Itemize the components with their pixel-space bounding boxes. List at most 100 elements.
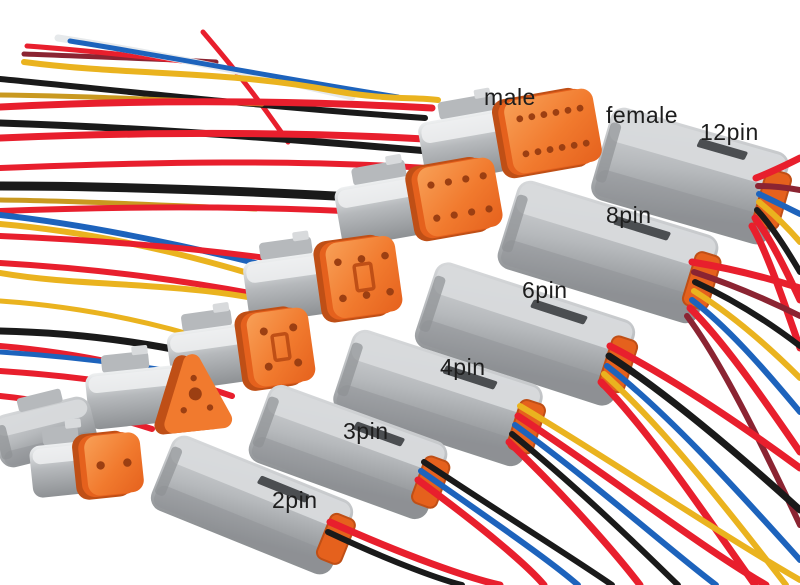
pin-hole (450, 211, 458, 219)
wire-black (421, 459, 615, 585)
wire-blue (689, 297, 800, 415)
pin-hole (206, 404, 214, 411)
label-3pin: 3pin (343, 418, 389, 444)
harness-exit-wires (325, 154, 800, 585)
latch (181, 308, 233, 332)
wire-black (692, 279, 800, 349)
wire-red (326, 518, 504, 585)
wire-black (509, 431, 681, 585)
housing-top-face (609, 110, 787, 187)
pin-hole (334, 258, 342, 267)
plug-body-sheen (88, 368, 178, 394)
seal-face (417, 157, 503, 237)
pin-hole (546, 146, 554, 153)
pin-hole (294, 358, 303, 367)
pin-hole (427, 181, 435, 189)
wire-red (0, 98, 436, 112)
pin-hole (362, 291, 371, 299)
wire-red (748, 222, 800, 352)
label-12pin: 12pin (700, 119, 759, 145)
housing-shadow (153, 485, 331, 572)
wire-blue (67, 38, 401, 100)
label-6pin: 6pin (522, 277, 568, 303)
pin-hole (339, 294, 347, 303)
mating-edge (419, 275, 446, 332)
connector-6pin-male (243, 230, 403, 323)
center-key-slot (352, 261, 376, 293)
pin-hole (485, 205, 493, 213)
wire-black (754, 207, 800, 275)
latch-tab (473, 87, 491, 99)
wire-black (325, 529, 465, 585)
center-key-slot (270, 332, 292, 362)
wire-red (606, 342, 800, 472)
wire-red (514, 412, 770, 585)
latch-tab (131, 344, 148, 356)
pin-hole (479, 172, 487, 180)
pair-8pin (334, 153, 722, 324)
mating-edge (155, 446, 183, 496)
wire-dark_red (691, 269, 800, 319)
wire-red (597, 378, 759, 585)
wire-blue (604, 363, 800, 563)
mating-edge (252, 396, 279, 448)
wire-yellow (21, 59, 441, 103)
latch (437, 93, 497, 120)
latch-tab (64, 418, 82, 429)
seal-face (84, 432, 144, 496)
latch-slot (696, 138, 748, 160)
wire-yellow (691, 288, 800, 381)
pin-hole (381, 251, 389, 260)
wire-dark_red (755, 183, 800, 193)
housing-shadow (594, 170, 769, 241)
mating-edge (595, 122, 622, 183)
latch (100, 351, 150, 374)
label-male: male (484, 84, 536, 110)
label-female: female (606, 102, 679, 128)
pin-hole (552, 109, 560, 116)
pair-3pin (85, 344, 451, 520)
wire-red (752, 154, 800, 182)
pin-hole (528, 113, 536, 121)
pin-hole (180, 407, 187, 414)
pin-hole (444, 178, 452, 186)
pin-hole (386, 287, 394, 296)
wire-red (505, 438, 644, 585)
wire-yellow (601, 371, 789, 585)
wire-red (200, 29, 291, 145)
wire-yellow (517, 403, 800, 583)
pin-hole (516, 115, 524, 123)
housing-top-face (0, 399, 88, 436)
wire-blue (756, 191, 800, 217)
wire-red (751, 214, 800, 304)
wire-blue (418, 468, 581, 585)
pin-hole (540, 111, 548, 118)
latch-slot (353, 421, 405, 447)
mating-edge (337, 342, 363, 397)
pin-hole (259, 327, 268, 336)
wire-red (0, 129, 462, 145)
pair-2pin (0, 388, 356, 575)
latch-slot (443, 365, 498, 390)
connector-8pin-female (497, 180, 722, 324)
pair-4pin (166, 302, 546, 467)
pin-hole (264, 362, 273, 371)
label-8pin: 8pin (606, 202, 652, 228)
label-2pin: 2pin (272, 487, 318, 513)
pin-hole (188, 387, 202, 401)
connector-3pin-male (85, 344, 233, 435)
pin-hole (190, 374, 197, 382)
pin-hole (570, 141, 578, 149)
pin-hole (558, 144, 566, 151)
housing-shadow (501, 240, 698, 321)
pin-hole (357, 255, 366, 263)
wire-red (414, 476, 548, 585)
wire-red (686, 304, 800, 456)
pin-hole (534, 148, 542, 156)
latch-slot (613, 216, 671, 241)
latch-tab (292, 230, 309, 242)
connector-pairs (0, 87, 792, 575)
wire-black (605, 352, 800, 514)
